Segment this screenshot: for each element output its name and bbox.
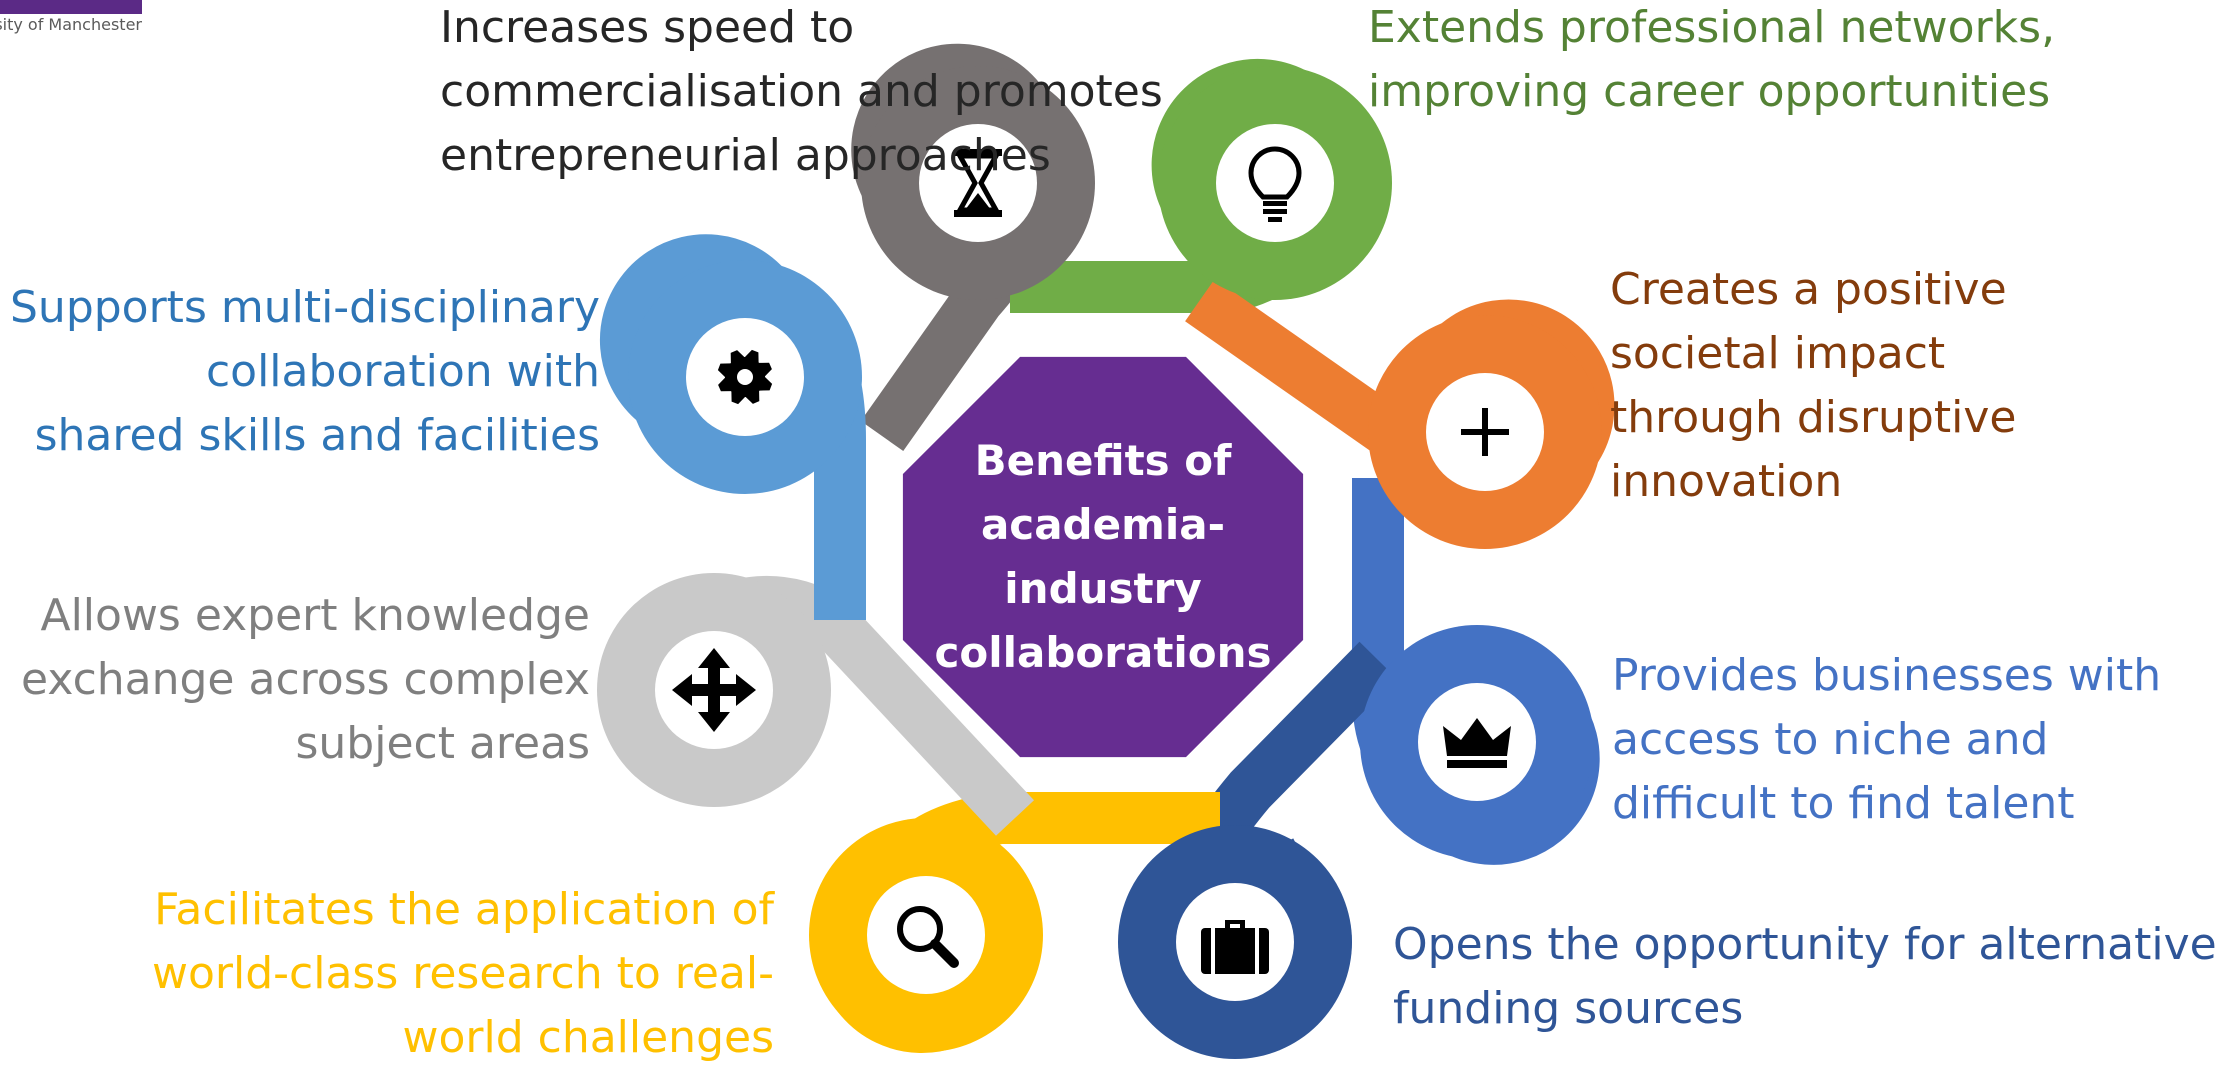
lightbulb-icon	[1248, 146, 1302, 222]
petal-disc-networks	[1216, 124, 1334, 242]
center-title-line: industry	[1004, 564, 1201, 613]
caption-line: access to niche and	[1612, 714, 2049, 765]
center-title-line: collaborations	[934, 628, 1271, 677]
crown-icon	[1443, 718, 1511, 768]
caption-talent: Provides businesses with access to niche …	[1612, 644, 2212, 836]
caption-line: innovation	[1610, 456, 1843, 507]
plus-icon	[1461, 408, 1509, 456]
caption-line: funding sources	[1393, 983, 1744, 1034]
caption-line: shared skills and facilities	[34, 410, 600, 461]
logo-bar	[0, 0, 142, 14]
caption-line: Provides businesses with	[1612, 650, 2162, 701]
magnifier-icon	[897, 906, 959, 968]
caption-research: Facilitates the application of world-clas…	[120, 878, 774, 1070]
caption-line: collaboration with	[205, 346, 600, 397]
caption-networks: Extends professional networks, improving …	[1368, 0, 2128, 124]
caption-line: commercialisation and promotes	[440, 66, 1163, 117]
caption-multidisciplinary: Supports multi-disciplinary collaboration…	[10, 276, 600, 468]
caption-line: world challenges	[402, 1012, 774, 1063]
logo-text: University of Manchester	[0, 16, 142, 34]
caption-line: through disruptive	[1610, 392, 2017, 443]
caption-line: Creates a positive	[1610, 264, 2007, 315]
gear-icon	[717, 349, 773, 405]
caption-line: societal impact	[1610, 328, 1946, 379]
center-title-line: Benefits of	[975, 436, 1233, 485]
caption-line: Supports multi-disciplinary	[10, 282, 601, 333]
center-octagon	[892, 346, 1314, 768]
caption-societal: Creates a positive societal impact through…	[1610, 258, 2170, 514]
caption-line: Extends professional networks,	[1368, 2, 2056, 53]
caption-funding: Opens the opportunity for alternative fun…	[1393, 913, 2223, 1041]
briefcase-icon	[1201, 920, 1269, 974]
caption-line: Allows expert knowledge	[40, 590, 590, 641]
petal-disc-research	[867, 876, 985, 994]
caption-line: subject areas	[295, 718, 590, 769]
caption-line: Increases speed to	[440, 2, 855, 53]
center-title-line: academia-	[981, 500, 1225, 549]
hourglass-icon	[954, 149, 1002, 217]
caption-line: difficult to find talent	[1612, 778, 2075, 829]
caption-knowledge: Allows expert knowledge exchange across c…	[20, 584, 590, 776]
caption-line: Facilitates the application of	[154, 884, 774, 935]
caption-line: improving career opportunities	[1368, 66, 2051, 117]
caption-speed: Increases speed to commercialisation and …	[440, 0, 1163, 188]
caption-line: Opens the opportunity for alternative	[1393, 919, 2217, 970]
petal-disc-speed	[919, 124, 1037, 242]
caption-line: entrepreneurial approaches	[440, 130, 1051, 181]
move-arrows-icon	[672, 648, 756, 732]
caption-line: exchange across complex	[21, 654, 590, 705]
caption-line: world-class research to real-	[152, 948, 774, 999]
